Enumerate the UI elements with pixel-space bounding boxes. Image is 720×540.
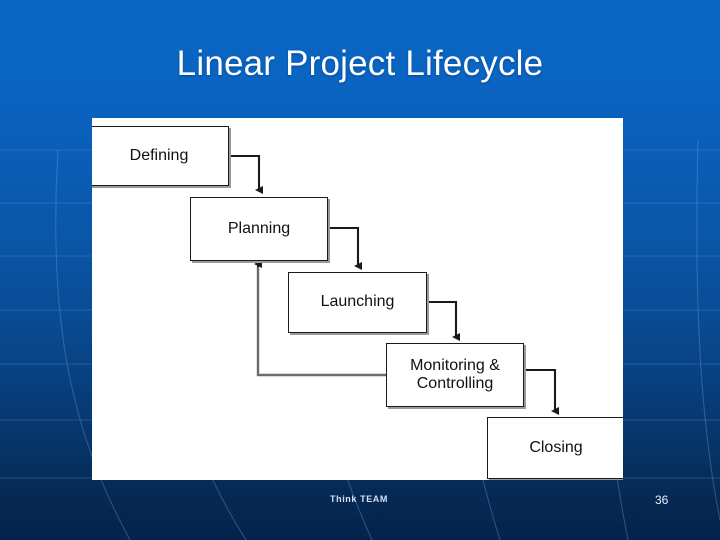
connector-defining-to-planning <box>229 154 263 194</box>
connector-planning-to-launching <box>328 226 362 270</box>
page-number: 36 <box>655 493 669 507</box>
node-defining[interactable]: Defining <box>92 126 229 186</box>
connector-monitoring-to-planning-feedback <box>254 260 386 377</box>
node-monitoring-controlling[interactable]: Monitoring & Controlling <box>386 343 524 407</box>
node-monitoring-label-line2: Controlling <box>416 375 494 392</box>
connector-monitoring-to-closing <box>524 368 559 415</box>
node-closing[interactable]: Closing <box>487 417 623 479</box>
node-planning[interactable]: Planning <box>190 197 328 261</box>
diagram-panel: Defining Planning Launching Monitoring &… <box>92 118 623 480</box>
node-closing-label: Closing <box>529 438 583 456</box>
lifecycle-flowchart <box>229 154 559 415</box>
page-title: Linear Project Lifecycle <box>176 44 544 83</box>
node-launching[interactable]: Launching <box>288 272 427 333</box>
connector-launching-to-monitoring <box>427 300 460 341</box>
footer-note: Think TEAM <box>330 494 388 504</box>
node-monitoring-label-line1: Monitoring & <box>410 356 500 374</box>
node-defining-label: Defining <box>129 146 189 164</box>
node-planning-label: Planning <box>227 219 291 237</box>
node-launching-label: Launching <box>320 293 395 311</box>
